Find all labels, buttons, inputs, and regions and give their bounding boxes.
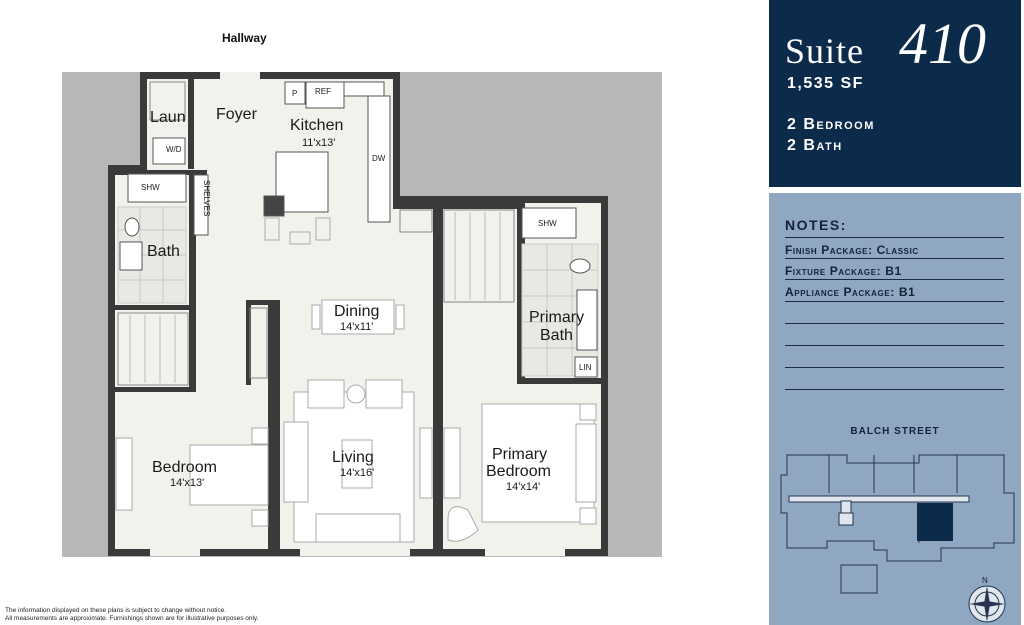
- notes-rule: [785, 279, 1004, 280]
- notes-rule: [785, 323, 1004, 324]
- primary-vanity: [576, 289, 598, 351]
- compass-north-label: N: [982, 576, 988, 585]
- bath-vanity: [119, 241, 143, 271]
- note-finish: Finish Package: Classic: [785, 243, 919, 257]
- primary-shower: [521, 207, 577, 239]
- kitchen-fixtures: [263, 81, 391, 223]
- key-plan: N: [780, 454, 1015, 623]
- compass-icon: N: [968, 576, 1006, 623]
- primary-bedroom-label-2: Bedroom: [486, 463, 551, 480]
- notes-rule: [785, 237, 1004, 238]
- note-fixture: Fixture Package: B1: [785, 264, 902, 278]
- notes-panel: NOTES: Finish Package: Classic Fixture P…: [769, 193, 1021, 625]
- key-plan-corridor: [788, 495, 970, 503]
- key-plan-outline: [780, 454, 1015, 594]
- disclaimer-line-2: All measurements are approximate. Furnis…: [5, 615, 259, 622]
- key-plan-stair: [840, 500, 852, 514]
- closet-shelving: [117, 81, 515, 386]
- primary-toilet: [569, 258, 591, 274]
- hatch-lines: [129, 212, 501, 383]
- notes-rule: [785, 345, 1004, 346]
- key-plan-stair: [838, 512, 854, 526]
- pantry-label: P: [292, 89, 297, 98]
- bedroom-dim: 14'x13': [170, 477, 204, 489]
- street-label: BALCH STREET: [850, 426, 940, 437]
- suite-bedrooms: 2 Bedroom: [787, 116, 875, 133]
- ref-label: REF: [315, 87, 331, 96]
- dining-label: Dining: [334, 303, 379, 320]
- dining-table: [311, 299, 405, 335]
- hallway-label: Hallway: [222, 31, 267, 45]
- interior-walls: [115, 79, 601, 549]
- notes-rule: [785, 389, 1004, 390]
- disclaimer: The information displayed on these plans…: [5, 607, 259, 623]
- primary-bedroom-dim: 14'x14': [506, 481, 540, 493]
- bath-shower: [127, 173, 187, 203]
- shelves-label: SHELVES: [202, 180, 211, 216]
- primary-shw-label: SHW: [538, 219, 557, 228]
- primary-bath-label-1: Primary: [529, 309, 584, 326]
- linen-closet: [574, 356, 598, 378]
- suite-word: Suite: [785, 31, 865, 71]
- suite-number: 410: [899, 11, 986, 76]
- key-plan-unit-highlight: [917, 503, 953, 541]
- notes-heading: NOTES:: [785, 217, 847, 233]
- dw-label: DW: [372, 154, 386, 163]
- bath-toilet: [124, 217, 140, 237]
- primary-bedroom-furniture: [443, 403, 597, 542]
- notes-rule: [785, 301, 1004, 302]
- suite-area: 1,535 SF: [787, 75, 864, 92]
- laundry-label: Laun: [150, 109, 186, 126]
- suite-title-panel: Suite 410 1,535 SF 2 Bedroom 2 Bath: [769, 0, 1021, 187]
- kitchen-dim: 11'x13': [302, 137, 335, 149]
- lin-label: LIN: [579, 363, 592, 372]
- floor-plan: Laun W/D Foyer Kitchen 11'x13' P REF DW …: [62, 72, 662, 557]
- wd-label: W/D: [166, 145, 182, 154]
- notes-rule: [785, 367, 1004, 368]
- living-label: Living: [332, 449, 374, 466]
- primary-bath-label-2: Bath: [540, 327, 573, 344]
- living-dim: 14'x16': [340, 467, 374, 479]
- bedroom-furniture: [115, 427, 269, 527]
- dining-dim: 14'x11': [340, 321, 373, 333]
- living-furniture: [283, 379, 433, 543]
- disclaimer-line-1: The information displayed on these plans…: [5, 607, 227, 614]
- notes-rule: [785, 258, 1004, 259]
- kitchen-label: Kitchen: [290, 117, 343, 134]
- bath-label: Bath: [147, 243, 180, 260]
- washer-dryer: [152, 137, 186, 165]
- shw-label: SHW: [141, 183, 160, 192]
- bedroom-label: Bedroom: [152, 459, 217, 476]
- primary-bedroom-label-1: Primary: [492, 446, 547, 463]
- shelves-unit: [193, 174, 209, 236]
- kitchen-chairs: [264, 217, 331, 245]
- suite-baths: 2 Bath: [787, 137, 843, 154]
- note-appliance: Appliance Package: B1: [785, 285, 916, 299]
- foyer-label: Foyer: [216, 106, 258, 123]
